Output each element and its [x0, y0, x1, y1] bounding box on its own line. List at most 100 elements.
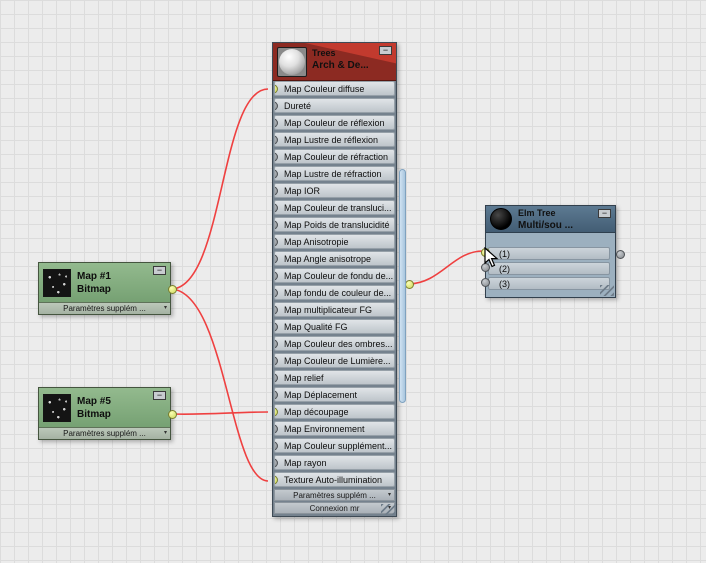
- additional-params-rollup[interactable]: Paramètres supplém ... ▾: [39, 427, 170, 439]
- trees-node-header[interactable]: Trees Arch & De... −: [273, 43, 396, 81]
- material-preview-icon: [277, 47, 307, 77]
- wire-map1-to-diffuse[interactable]: [171, 88, 269, 290]
- resize-grip-icon[interactable]: [600, 285, 614, 296]
- slot-row[interactable]: Map Couleur de réfraction: [274, 149, 395, 164]
- input-socket-icon[interactable]: [275, 135, 278, 144]
- slot-row[interactable]: Map découpage: [274, 404, 395, 419]
- slot-row[interactable]: Map Anisotropie: [274, 234, 395, 249]
- input-socket-icon[interactable]: [275, 220, 278, 229]
- spinner-arrow-icon[interactable]: ▾: [387, 492, 391, 498]
- slot-row[interactable]: Map IOR: [274, 183, 395, 198]
- slot-label: Map Lustre de réflexion: [284, 134, 379, 145]
- input-socket-icon[interactable]: [275, 237, 278, 246]
- input-socket-icon[interactable]: [275, 254, 278, 263]
- elmtree-header[interactable]: Elm Tree Multi/sou ... −: [486, 206, 615, 233]
- wire-trees-to-elmtree[interactable]: [408, 250, 484, 285]
- wire-map1-to-autoillumination[interactable]: [171, 288, 269, 482]
- slot-row[interactable]: Map Déplacement: [274, 387, 395, 402]
- input-socket-icon[interactable]: [275, 101, 278, 110]
- slot-label: Map rayon: [284, 457, 327, 468]
- node-scrollbar[interactable]: [399, 169, 406, 403]
- input-socket-icon[interactable]: [275, 373, 278, 382]
- input-socket-icon[interactable]: [275, 424, 278, 433]
- map5-header[interactable]: Map #5 Bitmap −: [39, 388, 170, 427]
- input-socket-icon[interactable]: [481, 278, 490, 287]
- slot-row[interactable]: Map Environnement: [274, 421, 395, 436]
- input-socket-icon[interactable]: [275, 441, 278, 450]
- slot-label: Map Couleur de réfraction: [284, 151, 389, 162]
- input-socket-icon[interactable]: [275, 203, 278, 212]
- slot-row[interactable]: Map Lustre de réflexion: [274, 132, 395, 147]
- slot-row[interactable]: Map Couleur des ombres...: [274, 336, 395, 351]
- resize-grip-icon[interactable]: [381, 504, 395, 515]
- input-socket-icon[interactable]: [275, 118, 278, 127]
- slot-row[interactable]: Texture Auto-illumination: [274, 472, 395, 487]
- input-socket-icon[interactable]: [275, 390, 278, 399]
- slot-label: (2): [499, 263, 510, 274]
- slot-row[interactable]: Map Lustre de réfraction: [274, 166, 395, 181]
- output-socket-icon[interactable]: [168, 410, 177, 419]
- slot-row[interactable]: Map Qualité FG: [274, 319, 395, 334]
- slot-row[interactable]: Map rayon: [274, 455, 395, 470]
- collapse-node-button[interactable]: −: [153, 266, 166, 275]
- input-socket-icon[interactable]: [275, 339, 278, 348]
- slot-row[interactable]: Dureté: [274, 98, 395, 113]
- node-trees-material[interactable]: Trees Arch & De... − Map Couleur diffuse…: [272, 42, 414, 517]
- mr-connection-rollup[interactable]: Connexion mr ▾: [274, 502, 395, 514]
- slot-label: Map Qualité FG: [284, 321, 348, 332]
- slot-row[interactable]: Map Poids de translucidité: [274, 217, 395, 232]
- slot-row[interactable]: Map Couleur de transluci...: [274, 200, 395, 215]
- slot-label: Map fondu de couleur de...: [284, 287, 392, 298]
- wire-map5-to-decoupage[interactable]: [171, 411, 269, 415]
- input-socket-icon[interactable]: [275, 407, 278, 416]
- slot-label: Map Lustre de réfraction: [284, 168, 382, 179]
- collapse-node-button[interactable]: −: [598, 209, 611, 218]
- rollup-label: Paramètres supplém ...: [63, 429, 146, 438]
- spinner-arrow-icon[interactable]: ▾: [163, 305, 167, 311]
- spinner-arrow-icon[interactable]: ▾: [163, 430, 167, 436]
- input-socket-icon[interactable]: [275, 152, 278, 161]
- additional-params-rollup[interactable]: Paramètres supplém ... ▾: [274, 489, 395, 501]
- slot-label: Map Couleur de réflexion: [284, 117, 385, 128]
- slot-row[interactable]: Map Couleur de fondu de...: [274, 268, 395, 283]
- slot-row[interactable]: Map Couleur de réflexion: [274, 115, 395, 130]
- slot-row[interactable]: Map fondu de couleur de...: [274, 285, 395, 300]
- input-socket-icon[interactable]: [275, 186, 278, 195]
- slot-row[interactable]: (2): [488, 262, 610, 275]
- collapse-node-button[interactable]: −: [153, 391, 166, 400]
- additional-params-rollup[interactable]: Paramètres supplém ... ▾: [39, 302, 170, 314]
- output-socket-icon[interactable]: [405, 280, 414, 289]
- input-socket-icon[interactable]: [275, 288, 278, 297]
- slot-label: Map Poids de translucidité: [284, 219, 390, 230]
- input-socket-icon[interactable]: [275, 475, 278, 484]
- node-subtitle: Arch & De...: [312, 60, 369, 71]
- input-socket-icon[interactable]: [275, 305, 278, 314]
- slot-row[interactable]: Map multiplicateur FG: [274, 302, 395, 317]
- node-title: Map #1: [77, 270, 111, 282]
- input-socket-icon[interactable]: [275, 322, 278, 331]
- slot-row[interactable]: Map Angle anisotrope: [274, 251, 395, 266]
- input-socket-icon[interactable]: [275, 84, 278, 93]
- node-elmtree-multisubobject[interactable]: Elm Tree Multi/sou ... − (1) (2) (3): [481, 205, 625, 298]
- map1-header[interactable]: Map #1 Bitmap −: [39, 263, 170, 302]
- slot-row[interactable]: Map Couleur de Lumière...: [274, 353, 395, 368]
- input-socket-icon[interactable]: [275, 271, 278, 280]
- output-socket-icon[interactable]: [616, 250, 625, 259]
- slot-row[interactable]: (3): [488, 277, 610, 290]
- slot-row[interactable]: Map Couleur diffuse: [274, 81, 395, 96]
- input-socket-icon[interactable]: [481, 263, 490, 272]
- collapse-node-button[interactable]: −: [379, 46, 392, 55]
- input-socket-icon[interactable]: [275, 356, 278, 365]
- input-socket-icon[interactable]: [275, 169, 278, 178]
- slot-row[interactable]: (1): [488, 247, 610, 260]
- slot-row[interactable]: Map relief: [274, 370, 395, 385]
- slot-label: Map Couleur diffuse: [284, 83, 365, 94]
- rollup-label: Paramètres supplém ...: [63, 304, 146, 313]
- input-socket-icon[interactable]: [275, 458, 278, 467]
- slot-row[interactable]: Map Couleur supplément...: [274, 438, 395, 453]
- output-socket-icon[interactable]: [168, 285, 177, 294]
- node-map5-bitmap[interactable]: Map #5 Bitmap − Paramètres supplém ... ▾: [38, 387, 177, 440]
- node-map1-bitmap[interactable]: Map #1 Bitmap − Paramètres supplém ... ▾: [38, 262, 177, 315]
